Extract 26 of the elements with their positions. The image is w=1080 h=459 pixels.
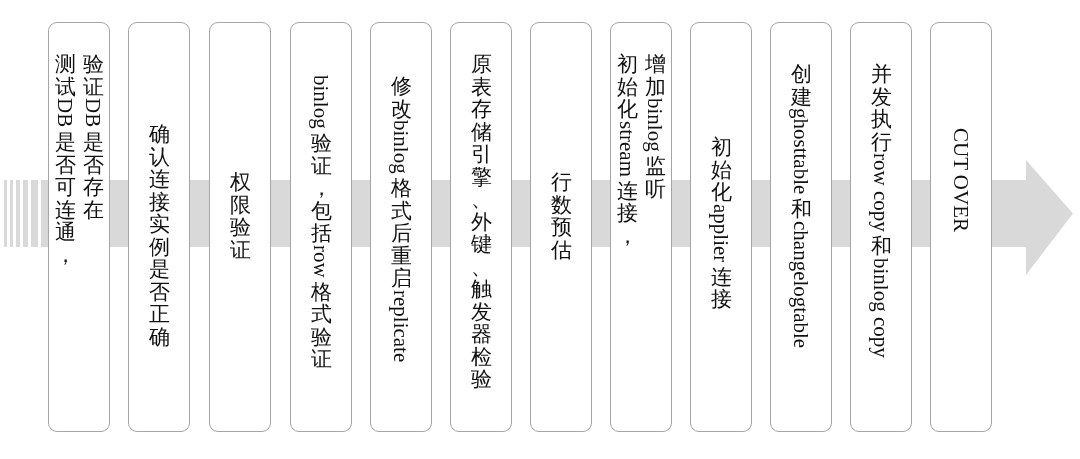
step-label: 确认连接实例是否正确 bbox=[147, 123, 171, 348]
step-box bbox=[530, 22, 592, 432]
step-label: binlog验证，包括row格式验证 bbox=[308, 75, 334, 371]
step-box bbox=[450, 22, 512, 432]
step-box bbox=[370, 22, 432, 432]
step-label: 权限验证 bbox=[228, 171, 252, 261]
step-box bbox=[850, 22, 912, 432]
step-box bbox=[930, 22, 992, 432]
step-box bbox=[690, 22, 752, 432]
step-box bbox=[770, 22, 832, 432]
step-box bbox=[209, 22, 271, 432]
step-box bbox=[48, 22, 110, 432]
step-label: 修改binlog格式后重启replicate bbox=[388, 75, 414, 364]
step-label: 行数预估 bbox=[549, 171, 573, 261]
step-label: CUT OVER bbox=[948, 128, 974, 235]
step-box bbox=[610, 22, 672, 432]
step-label: 增加binlog监听 bbox=[642, 53, 668, 200]
step-label: 并发执行row copy和binlog copy bbox=[868, 63, 894, 360]
step-box bbox=[290, 22, 352, 432]
step-label: 创建ghosttable和changelogtable bbox=[788, 63, 814, 350]
step-label: 测试DB是否可连通， bbox=[52, 53, 78, 266]
step-label: 初始化stream连接， bbox=[614, 53, 640, 247]
step-box bbox=[128, 22, 190, 432]
step-label: 初始化applier连接 bbox=[708, 136, 734, 311]
step-label: 原表存储引擎、外键、触发器检验 bbox=[469, 53, 493, 391]
step-label: 验证DB是否存在 bbox=[80, 53, 106, 221]
